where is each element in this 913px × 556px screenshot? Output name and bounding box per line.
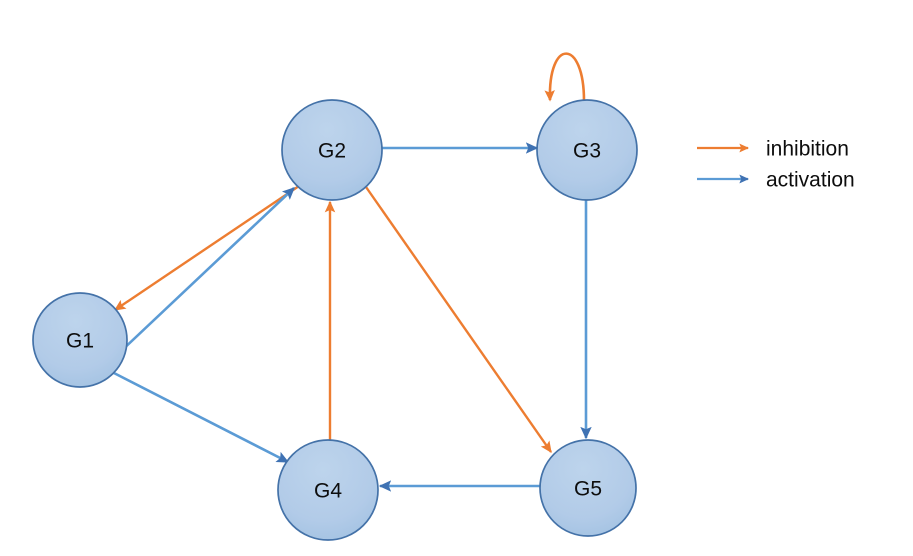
edge-g3-g3-inhibition[interactable]	[544, 52, 586, 102]
node-g3-circle[interactable]	[536, 99, 638, 201]
legend: inhibition activation	[697, 138, 855, 192]
node-g5-circle[interactable]	[539, 439, 637, 537]
node-g2[interactable]: G2	[281, 99, 383, 201]
node-g1-circle[interactable]	[32, 292, 128, 388]
node-g2-circle[interactable]	[281, 99, 383, 201]
node-g5[interactable]: G5	[539, 439, 637, 537]
node-layer: G1 G2 G3 G4 G5	[32, 99, 638, 541]
node-g4-circle[interactable]	[277, 439, 379, 541]
legend-activation-label: activation	[766, 169, 855, 192]
legend-item-inhibition[interactable]: inhibition	[697, 138, 849, 161]
edge-g1-g2-activation[interactable]	[117, 187, 295, 355]
legend-item-activation[interactable]: activation	[697, 169, 855, 192]
edge-g2-g1-inhibition[interactable]	[114, 185, 300, 311]
legend-inhibition-label: inhibition	[766, 138, 849, 161]
edge-layer	[111, 52, 592, 492]
node-g1[interactable]: G1	[32, 292, 128, 388]
node-g3[interactable]: G3	[536, 99, 638, 201]
edge-g1-g4-activation[interactable]	[111, 370, 290, 464]
node-g4[interactable]: G4	[277, 439, 379, 541]
edge-g2-g5-inhibition[interactable]	[365, 186, 552, 453]
